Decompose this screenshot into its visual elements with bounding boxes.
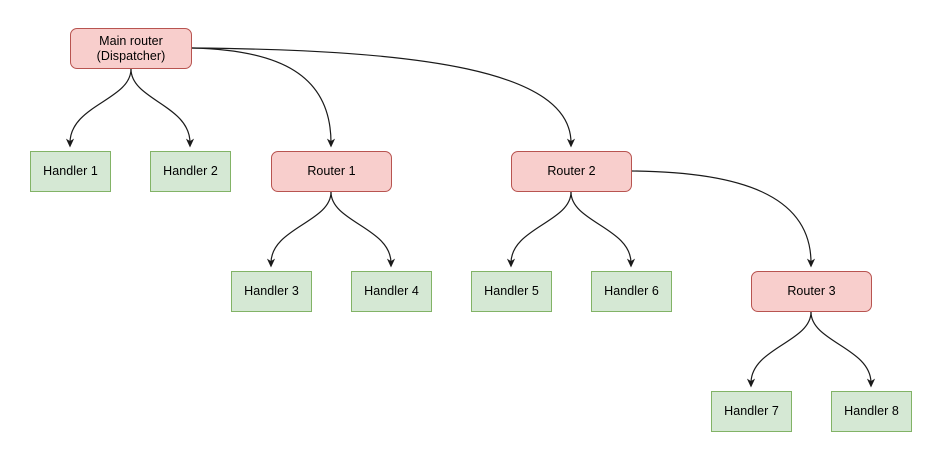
node-label-router-3: Router 3 bbox=[787, 284, 836, 298]
edge-router-2-to-handler-5 bbox=[506, 191, 572, 268]
edge-router-1-to-handler-3 bbox=[266, 191, 332, 268]
node-label-handler-2: Handler 2 bbox=[163, 164, 218, 178]
node-handler-4[interactable]: Handler 4 bbox=[351, 271, 432, 312]
edge-group bbox=[65, 47, 876, 388]
node-handler-2[interactable]: Handler 2 bbox=[150, 151, 231, 192]
edge-router-3-to-handler-7 bbox=[746, 311, 812, 388]
edge-main-to-handler-1 bbox=[65, 68, 132, 148]
node-handler-1[interactable]: Handler 1 bbox=[30, 151, 111, 192]
node-label-main-router: Main router (Dispatcher) bbox=[96, 33, 166, 63]
node-handler-5[interactable]: Handler 5 bbox=[471, 271, 552, 312]
edge-main-to-router-2 bbox=[191, 47, 576, 148]
node-handler-3[interactable]: Handler 3 bbox=[231, 271, 312, 312]
node-main-router[interactable]: Main router (Dispatcher) bbox=[70, 28, 192, 69]
node-label-handler-4: Handler 4 bbox=[364, 284, 419, 298]
node-label-handler-3: Handler 3 bbox=[244, 284, 299, 298]
edge-router-2-to-router-3 bbox=[631, 170, 816, 268]
node-label-router-2: Router 2 bbox=[547, 164, 596, 178]
node-handler-7[interactable]: Handler 7 bbox=[711, 391, 792, 432]
node-router-1[interactable]: Router 1 bbox=[271, 151, 392, 192]
node-label-handler-6: Handler 6 bbox=[604, 284, 659, 298]
edge-router-2-to-handler-6 bbox=[570, 191, 636, 268]
node-router-3[interactable]: Router 3 bbox=[751, 271, 872, 312]
node-label-router-1: Router 1 bbox=[307, 164, 356, 178]
edge-router-3-to-handler-8 bbox=[810, 311, 876, 388]
edge-main-to-router-1 bbox=[191, 47, 336, 148]
node-label-handler-7: Handler 7 bbox=[724, 404, 779, 418]
node-label-handler-1: Handler 1 bbox=[43, 164, 98, 178]
edge-main-to-handler-2 bbox=[130, 68, 195, 148]
edge-router-1-to-handler-4 bbox=[330, 191, 396, 268]
node-handler-6[interactable]: Handler 6 bbox=[591, 271, 672, 312]
node-handler-8[interactable]: Handler 8 bbox=[831, 391, 912, 432]
node-router-2[interactable]: Router 2 bbox=[511, 151, 632, 192]
node-label-handler-5: Handler 5 bbox=[484, 284, 539, 298]
node-label-handler-8: Handler 8 bbox=[844, 404, 899, 418]
